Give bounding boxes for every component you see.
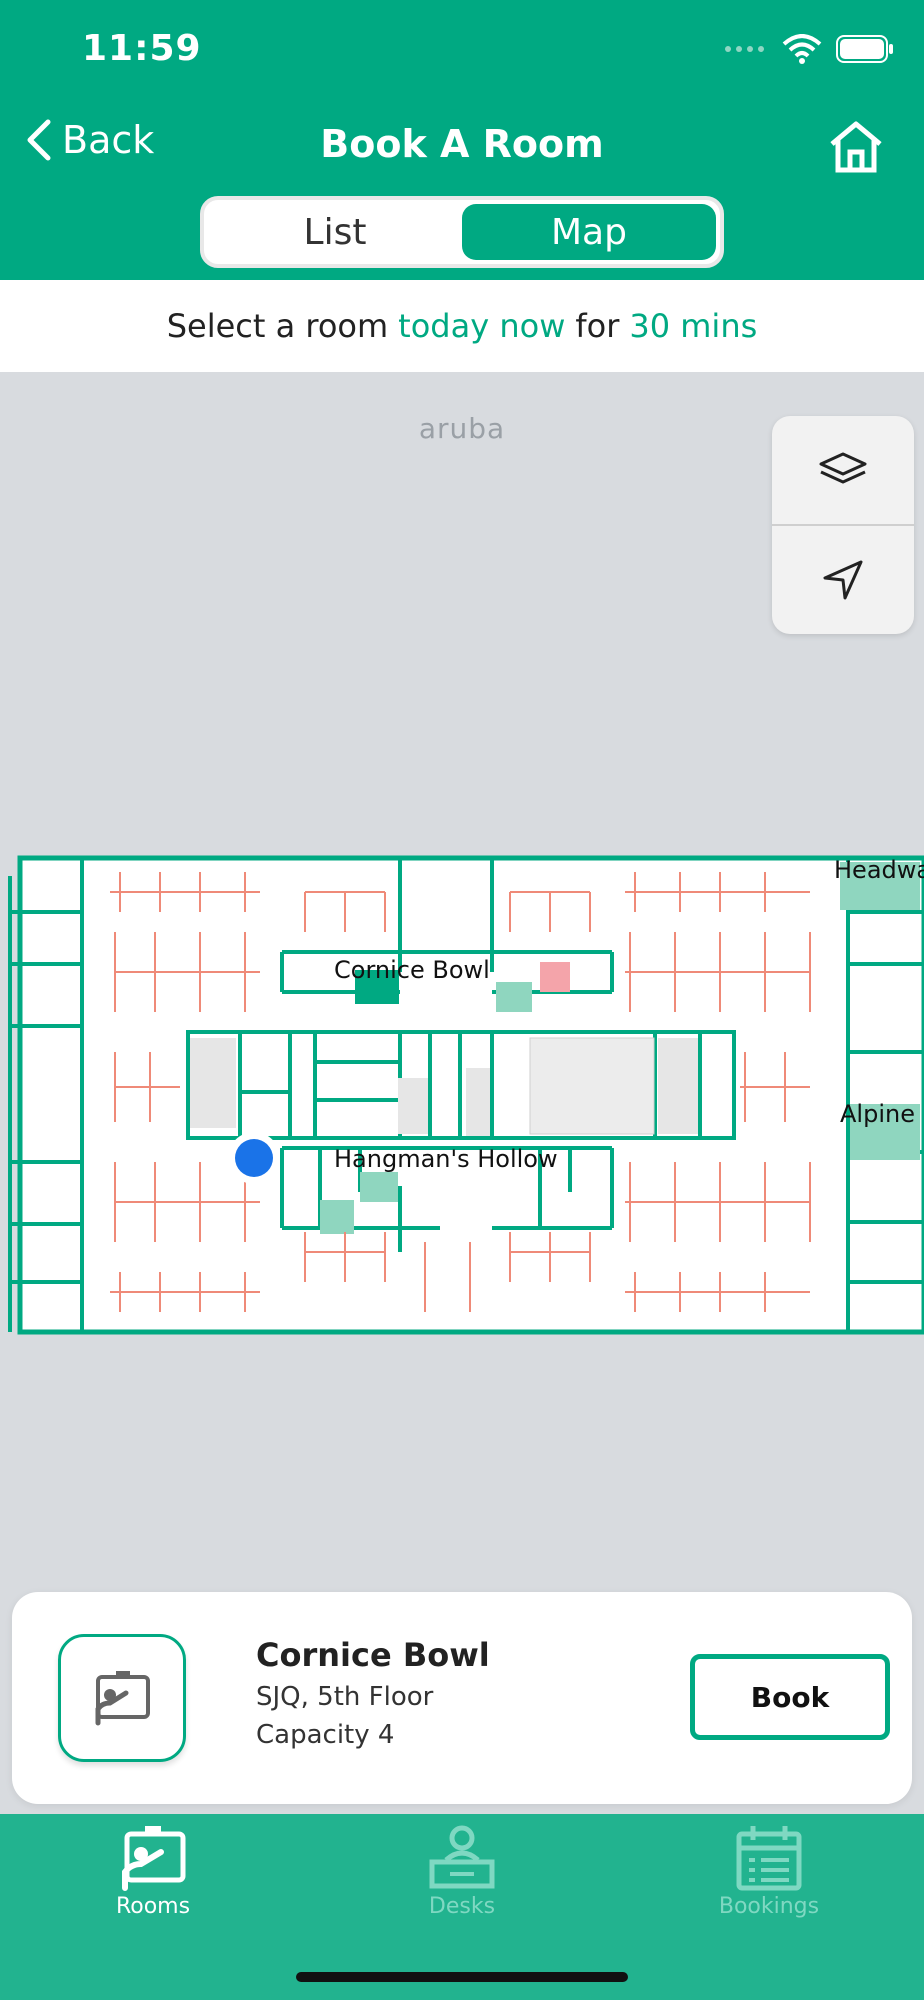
room-alpine-marker[interactable] bbox=[850, 1104, 920, 1160]
map-controls-divider bbox=[772, 524, 914, 526]
selected-room-card: Cornice Bowl SJQ, 5th Floor Capacity 4 B… bbox=[12, 1592, 912, 1804]
booked-room-marker[interactable] bbox=[540, 962, 570, 992]
status-icons bbox=[724, 34, 894, 64]
back-label: Back bbox=[62, 118, 155, 162]
user-location-dot bbox=[228, 1132, 280, 1184]
segment-list[interactable]: List bbox=[303, 211, 367, 253]
filter-prefix: Select a room bbox=[166, 307, 389, 345]
cellular-signal-icon bbox=[725, 46, 764, 52]
wifi-icon bbox=[782, 34, 822, 64]
back-button[interactable]: Back bbox=[26, 118, 154, 162]
home-indicator bbox=[296, 1972, 628, 1982]
booking-filter-summary: Select a room today now for 30 mins bbox=[0, 280, 924, 372]
rooms-icon bbox=[122, 1826, 186, 1891]
room-cornice-bowl-marker[interactable] bbox=[355, 970, 399, 1004]
layers-button[interactable] bbox=[772, 416, 914, 524]
status-time: 11:59 bbox=[82, 28, 202, 69]
home-icon bbox=[830, 121, 882, 173]
layers-icon bbox=[819, 452, 867, 484]
room-name: Cornice Bowl bbox=[256, 1636, 490, 1674]
tab-rooms[interactable]: Rooms bbox=[53, 1824, 253, 1919]
page-title: Book A Room bbox=[320, 122, 604, 166]
filter-connector: for bbox=[575, 307, 620, 345]
tab-desks-label: Desks bbox=[428, 1894, 496, 1919]
room-headwall-marker[interactable] bbox=[840, 862, 920, 910]
room-location: SJQ, 5th Floor bbox=[256, 1682, 434, 1712]
map-label-cornice-bowl[interactable]: Cornice Bowl bbox=[334, 956, 490, 984]
map-label-hangmans-hollow[interactable]: Hangman's Hollow bbox=[334, 1145, 558, 1173]
tab-bookings-label: Bookings bbox=[718, 1894, 820, 1919]
map-label-headwall[interactable]: Headwa bbox=[834, 856, 924, 884]
tab-bookings[interactable]: Bookings bbox=[669, 1824, 869, 1919]
tab-rooms-label: Rooms bbox=[115, 1894, 191, 1919]
floor-map[interactable]: aruba bbox=[0, 372, 924, 1592]
calendar-list-icon bbox=[736, 1826, 802, 1891]
tab-bar: Rooms Desks Bookings bbox=[0, 1814, 924, 2000]
filter-duration-link[interactable]: 30 mins bbox=[629, 307, 758, 345]
map-watermark: aruba bbox=[418, 412, 506, 445]
view-segmented-control: List Map bbox=[200, 196, 724, 268]
filter-when-link[interactable]: today now bbox=[398, 307, 566, 345]
app-header: 11:59 Back Book A Room Lis bbox=[0, 0, 924, 280]
map-label-alpine[interactable]: Alpine bbox=[840, 1100, 915, 1128]
locate-me-button[interactable] bbox=[772, 526, 914, 634]
meeting-room-icon bbox=[95, 1671, 150, 1726]
segment-map[interactable]: Map bbox=[462, 204, 716, 260]
location-arrow-icon bbox=[823, 560, 863, 600]
home-button[interactable] bbox=[828, 120, 884, 178]
floor-plan: Cornice Bowl Hangman's Hollow Headwa Alp… bbox=[8, 855, 924, 1335]
battery-icon bbox=[836, 35, 893, 63]
room-capacity: Capacity 4 bbox=[256, 1720, 395, 1750]
map-controls bbox=[772, 416, 914, 634]
chevron-left-icon bbox=[27, 119, 51, 161]
room-thumbnail bbox=[58, 1634, 186, 1762]
book-button[interactable]: Book bbox=[690, 1654, 890, 1740]
desks-icon bbox=[429, 1825, 495, 1889]
tab-desks[interactable]: Desks bbox=[362, 1824, 562, 1919]
